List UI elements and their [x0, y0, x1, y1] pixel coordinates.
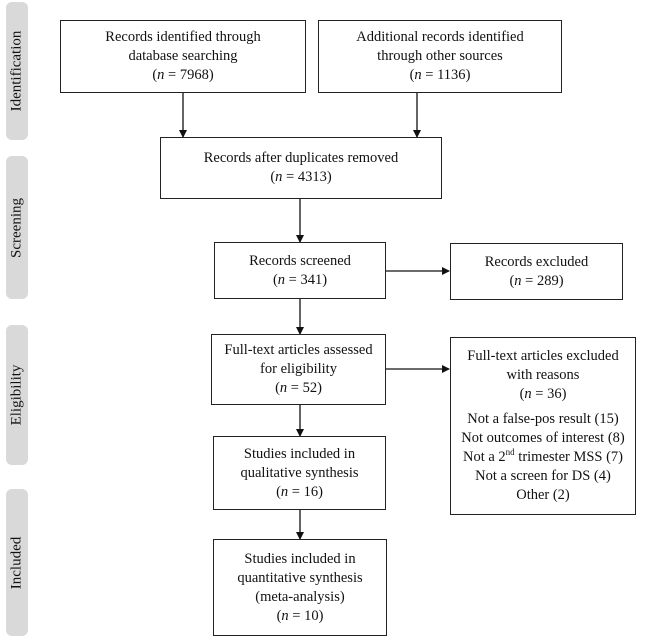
phase-screening: Screening [6, 156, 28, 299]
phase-included: Included [6, 489, 28, 636]
box-records-excluded: Records excluded (n = 289) [450, 243, 623, 300]
box-other-sources: Additional records identified through ot… [318, 20, 562, 93]
box-duplicates-removed: Records after duplicates removed (n = 43… [160, 137, 442, 199]
box-fulltext-excluded: Full-text articles excluded with reasons… [450, 337, 636, 515]
exclusion-reason: Not a 2nd trimester MSS (7) [462, 447, 624, 465]
phase-identification: Identification [6, 2, 28, 140]
exclusion-reason: Not outcomes of interest (8) [461, 430, 625, 446]
exclusion-reason: Not a false-pos result (15) [467, 411, 619, 427]
exclusion-reason: Other (2) [516, 487, 570, 503]
box-qualitative-synthesis: Studies included in qualitative synthesi… [213, 436, 386, 510]
exclusion-reason: Not a screen for DS (4) [475, 468, 611, 484]
box-quantitative-synthesis: Studies included in quantitative synthes… [213, 539, 387, 636]
box-fulltext-assessed: Full-text articles assessed for eligibil… [211, 334, 386, 405]
box-records-screened: Records screened (n = 341) [214, 242, 386, 299]
box-database-records: Records identified through database sear… [60, 20, 306, 93]
phase-eligibility: Eligibility [6, 325, 28, 465]
